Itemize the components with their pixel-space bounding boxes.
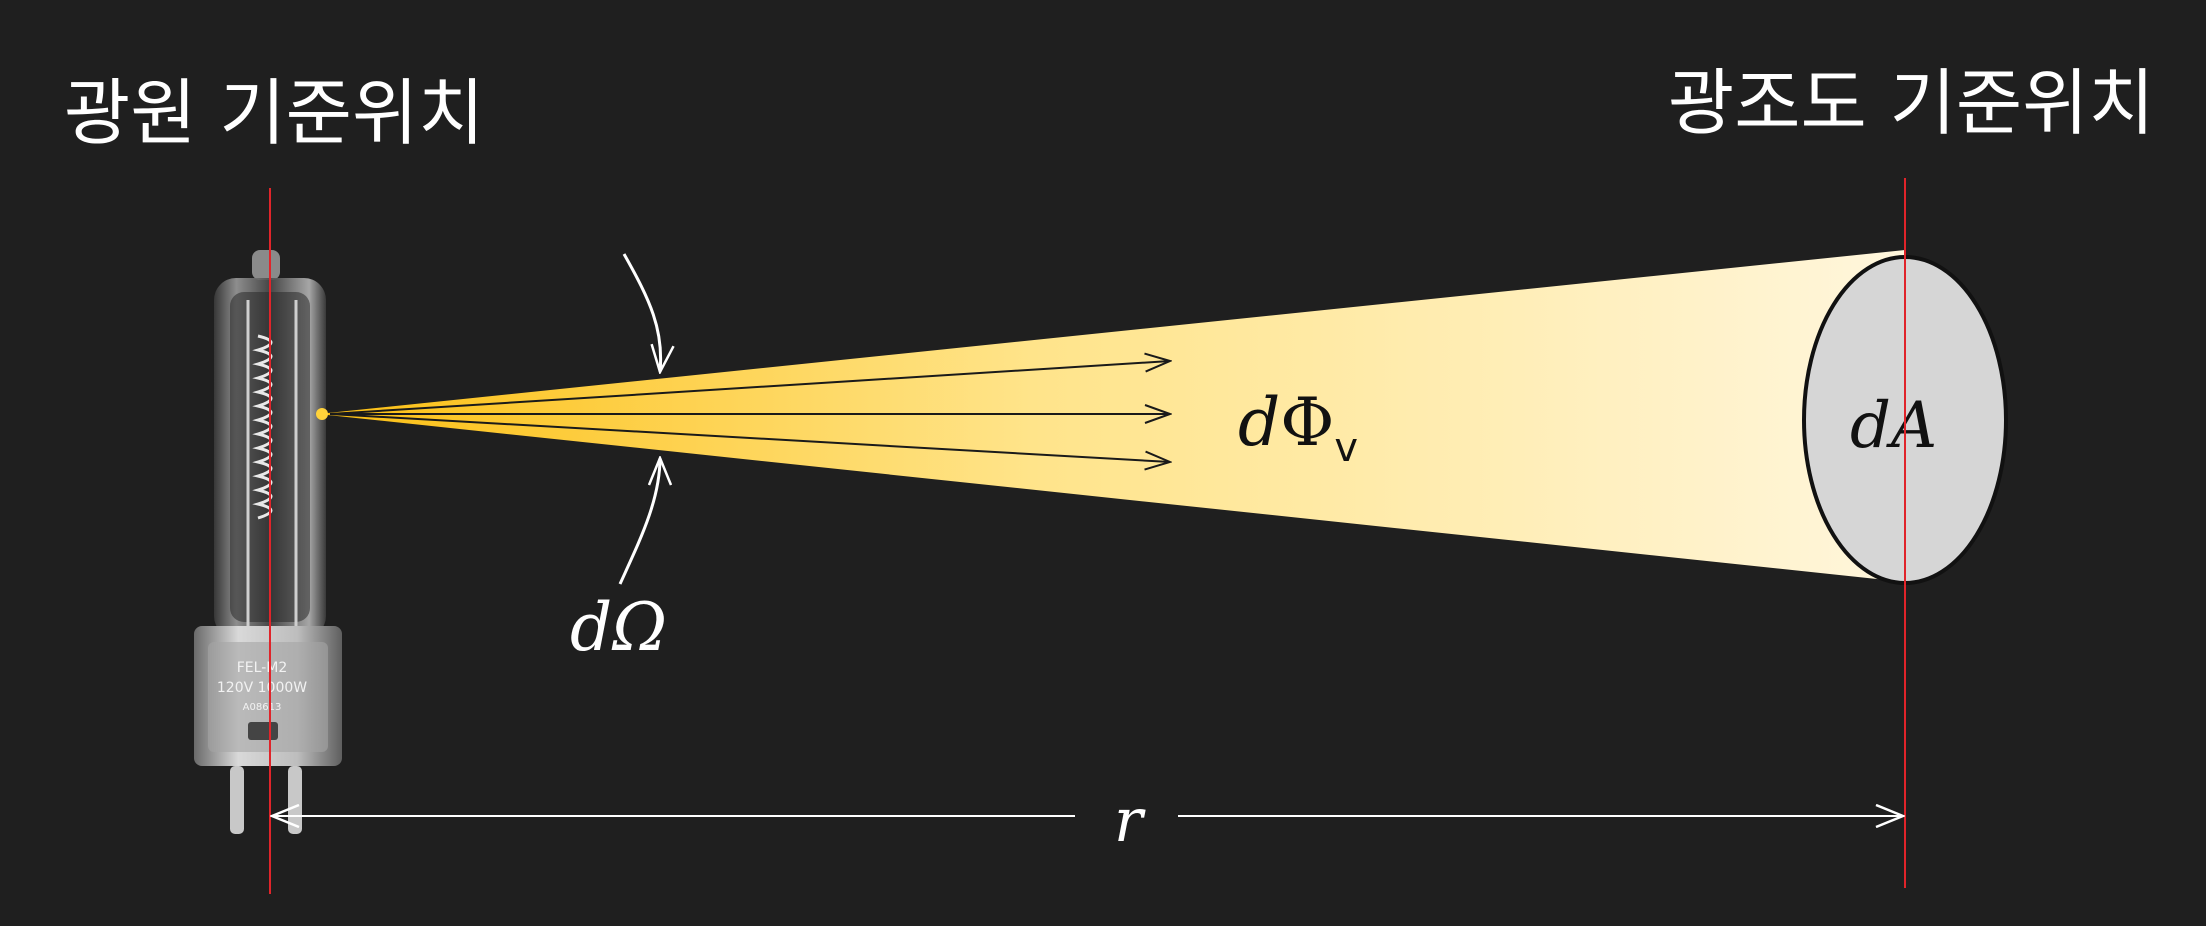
flux-subscript: v xyxy=(1334,425,1358,471)
source-reference-label: 광원 기준위치 xyxy=(64,71,484,155)
flux-d: d xyxy=(1238,384,1280,461)
lamp-pin-left xyxy=(230,766,244,834)
solid-angle-arrow-top xyxy=(622,253,661,372)
lamp-model-text: FEL-M2 xyxy=(237,660,288,676)
lamp-tip xyxy=(252,250,280,280)
distance-label: r xyxy=(1114,786,1146,856)
lamp-pin-right xyxy=(288,766,302,834)
flux-rays xyxy=(329,361,1170,462)
light-beam-cone xyxy=(318,250,1905,582)
luminous-flux-label: dΦv xyxy=(1238,384,1358,471)
lamp-illustration: FEL-M2 120V 1000W A08613 xyxy=(194,250,342,834)
solid-angle-label: dΩ xyxy=(570,589,667,666)
lamp-rating-text: 120V 1000W xyxy=(217,680,307,696)
solid-angle-arrow-bottom xyxy=(618,458,660,585)
flux-ray-lower xyxy=(329,413,1170,462)
flux-ray-upper xyxy=(329,361,1170,415)
illuminance-reference-label: 광조도 기준위치 xyxy=(1668,61,2155,145)
flux-phi: Φ xyxy=(1280,384,1334,461)
lamp-serial-text: A08613 xyxy=(243,702,282,713)
area-label: dA xyxy=(1850,389,1937,463)
